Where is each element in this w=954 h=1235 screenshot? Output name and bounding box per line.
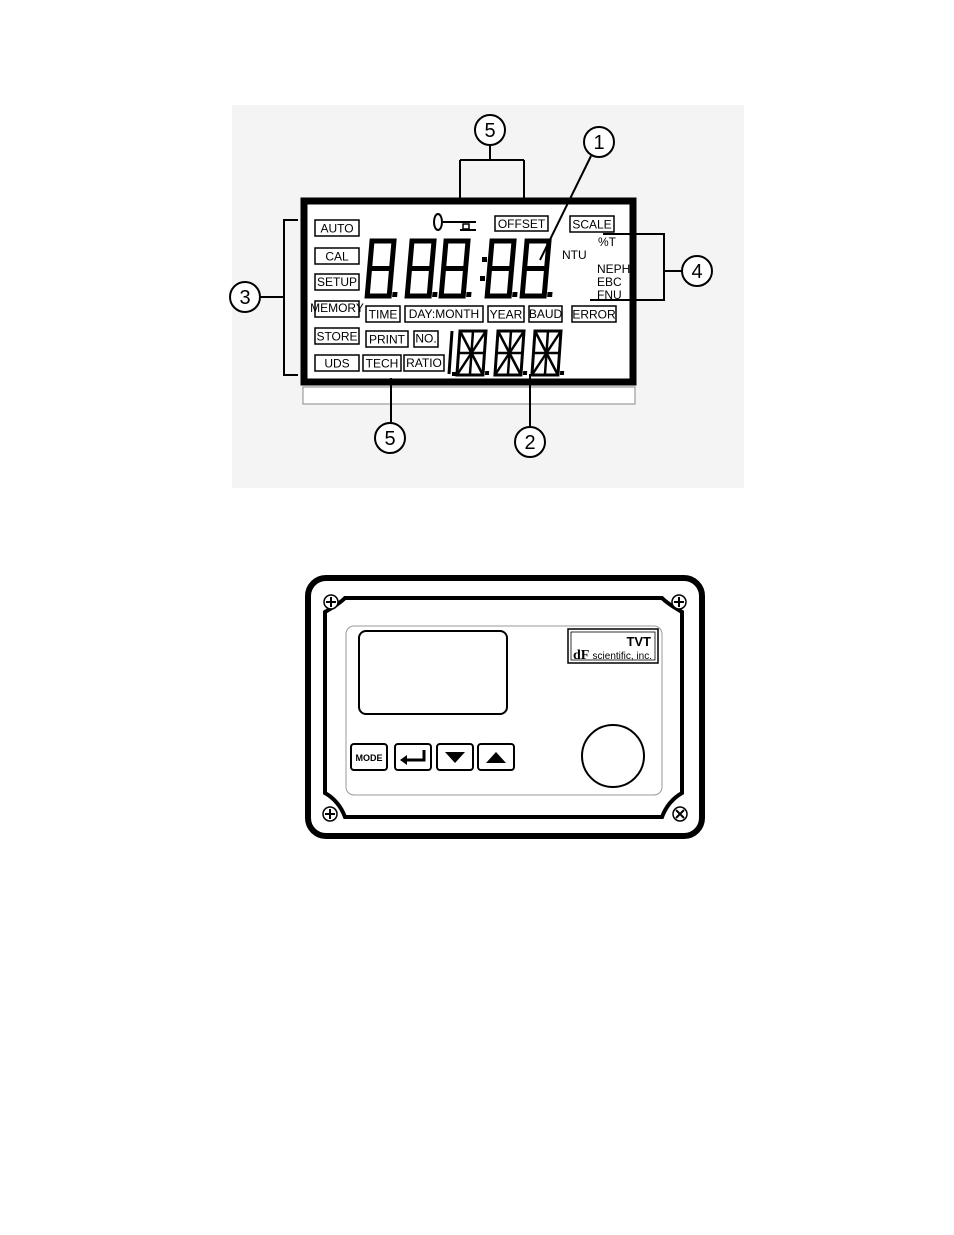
callout-5-top-number: 5 xyxy=(484,120,495,142)
mode-button-label: MODE xyxy=(356,753,383,763)
offset-text: OFFSET xyxy=(498,217,546,231)
mode-cal-text: CAL xyxy=(325,250,349,264)
colon-dot-upper xyxy=(482,257,487,262)
bottom-label-3: RATIO xyxy=(404,355,444,371)
sensor-port xyxy=(582,725,644,787)
row-label-1: DAY:MONTH xyxy=(405,306,483,322)
logo-brand-text: TVT xyxy=(626,634,651,649)
plus-screw-icon xyxy=(672,595,686,609)
scale-text: SCALE xyxy=(572,218,611,232)
ntu-unit: NTU xyxy=(562,248,587,262)
bottom-label-2: TECH xyxy=(363,355,401,371)
callout-4-number: 4 xyxy=(691,261,702,283)
mode-auto-text: AUTO xyxy=(320,222,353,236)
row-label-3-text: BAUD xyxy=(529,307,563,321)
mode-store: STORE xyxy=(315,328,359,344)
row-label-4-text: ERROR xyxy=(572,307,616,321)
bottom-label-1-text: NO. xyxy=(415,332,436,346)
plus-screw-icon xyxy=(324,595,338,609)
row-label-0-text: TIME xyxy=(369,307,398,321)
cross-screw-icon xyxy=(673,807,687,821)
callout-5-bottom-number: 5 xyxy=(384,428,395,450)
callout-1-number: 1 xyxy=(593,132,604,154)
row-label-4: ERROR xyxy=(572,306,616,322)
panel-display-window xyxy=(359,631,507,714)
row-label-2: YEAR xyxy=(488,306,524,322)
down-button[interactable] xyxy=(437,744,473,770)
ebc-unit: EBC xyxy=(597,275,622,289)
bottom-label-2-text: TECH xyxy=(366,356,399,370)
bottom-label-0-text: PRINT xyxy=(369,332,406,346)
logo-company-text: scientific, inc. xyxy=(593,651,652,662)
plus-screw-icon xyxy=(323,807,337,821)
enter-button[interactable] xyxy=(395,744,431,770)
mode-uds-text: UDS xyxy=(324,357,349,371)
mode-store-text: STORE xyxy=(316,329,357,343)
row-label-1-text: DAY:MONTH xyxy=(409,307,479,321)
callout-3-number: 3 xyxy=(239,287,250,309)
mode-auto: AUTO xyxy=(315,220,359,236)
row-label-0: TIME xyxy=(366,306,400,322)
bottom-label-1: NO. xyxy=(414,331,438,347)
brand-logo: TVT dF scientific, inc. xyxy=(568,629,658,663)
mode-setup-text: SETUP xyxy=(317,275,357,289)
callout-2-number: 2 xyxy=(524,432,535,454)
pct-t-unit: %T xyxy=(598,235,617,249)
lcd-base-strip xyxy=(303,387,635,404)
bottom-label-3-text: RATIO xyxy=(406,356,442,370)
neph-unit: NEPH. xyxy=(597,262,634,276)
offset-label: OFFSET xyxy=(495,216,548,231)
bottom-label-0: PRINT xyxy=(366,331,408,347)
row-label-3: BAUD xyxy=(529,306,563,322)
mode-memory-text: MEMORY xyxy=(310,301,364,315)
logo-mark-text: dF xyxy=(573,648,589,663)
row-label-2-text: YEAR xyxy=(490,307,523,321)
mode-setup: SETUP xyxy=(315,274,359,290)
colon-dot-lower xyxy=(480,276,485,281)
up-button[interactable] xyxy=(478,744,514,770)
mode-button[interactable]: MODE xyxy=(351,744,387,770)
scale-label: SCALE xyxy=(570,216,614,232)
mode-memory: MEMORY xyxy=(310,301,364,317)
